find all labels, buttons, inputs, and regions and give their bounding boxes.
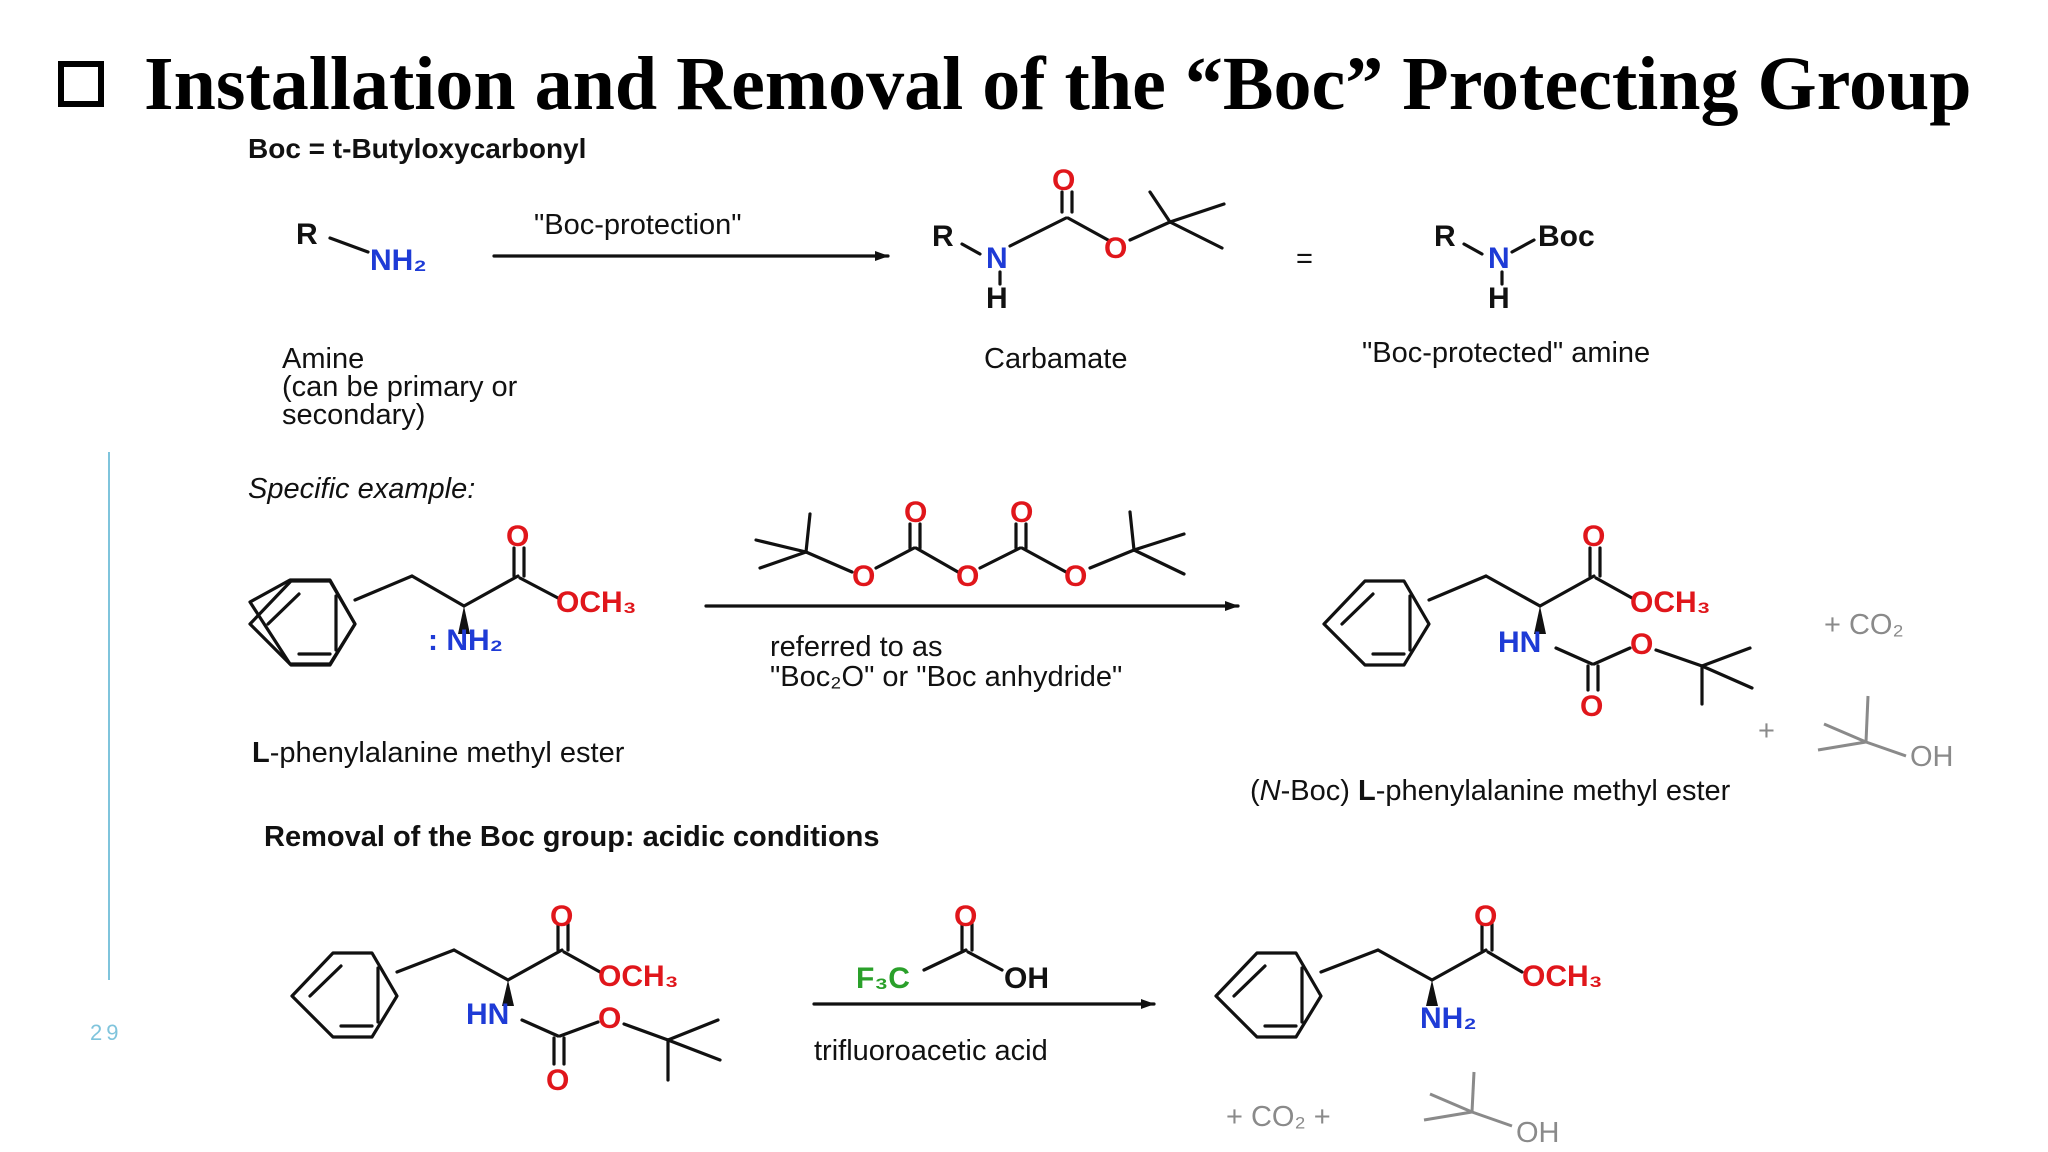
checkbox-bullet-icon — [58, 61, 104, 107]
atom-o: O — [550, 900, 573, 933]
slide-title: Installation and Removal of the “Boc” Pr… — [144, 41, 1972, 126]
atom-o: O — [506, 520, 529, 553]
atom-r: R — [296, 218, 318, 251]
atom-oh: OH — [1004, 962, 1049, 995]
phenylalanine-methyl-ester-structure: O OCH₃ : NH₂ — [248, 520, 637, 667]
atom-nh2: NH₂ — [370, 244, 427, 277]
atom-o: O — [1474, 900, 1497, 933]
atom-o: O — [1580, 690, 1603, 723]
atom-colon-nh2: : NH₂ — [428, 624, 503, 657]
atom-oh: OH — [1910, 741, 1954, 773]
atom-o: O — [956, 560, 979, 593]
atom-o: O — [1582, 520, 1605, 553]
byproducts-co2-plus: + CO₂ + — [1226, 1101, 1331, 1133]
deprotected-phenylalanine-structure: O OCH₃ NH₂ — [1214, 900, 1603, 1039]
page-number: 29 — [90, 1020, 123, 1045]
atom-h: H — [986, 282, 1008, 315]
bond — [328, 236, 370, 254]
atom-h: H — [1488, 282, 1510, 315]
atom-o: O — [1104, 232, 1127, 265]
atom-nh2: NH₂ — [1420, 1002, 1477, 1035]
atom-o: O — [1064, 560, 1087, 593]
tfa-label: trifluoroacetic acid — [814, 1035, 1048, 1067]
atom-och3: OCH₃ — [556, 586, 637, 619]
amine-label-3: secondary) — [282, 399, 425, 431]
protected-amine-label: "Boc-protected" amine — [1362, 337, 1650, 369]
amine-label-1: Amine — [282, 343, 364, 375]
accent-divider-line — [108, 452, 110, 980]
n-boc-phenylalanine-structure: O OCH₃ HN O O — [1322, 520, 1754, 723]
atom-o: O — [954, 900, 977, 933]
specific-example-label: Specific example: — [248, 473, 475, 505]
slide-title-row: Installation and Removal of the “Boc” Pr… — [58, 34, 2038, 134]
n-boc-reactant-structure: O OCH₃ HN O O — [290, 900, 722, 1097]
atom-r: R — [1434, 220, 1456, 253]
atom-o: O — [1052, 164, 1075, 197]
trifluoroacetic-acid-structure: F₃C O OH — [856, 900, 1049, 995]
atom-o: O — [852, 560, 875, 593]
atom-hn: HN — [1498, 626, 1541, 659]
equals-sign: = — [1296, 243, 1313, 275]
atom-f3c: F₃C — [856, 962, 910, 995]
boc-protection-label: "Boc-protection" — [534, 209, 742, 241]
boc2o-label: "Boc₂O" or "Boc anhydride" — [770, 661, 1122, 693]
boc-anhydride-structure: O O O O O — [754, 496, 1186, 593]
atom-o: O — [1010, 496, 1033, 529]
atom-r: R — [932, 220, 954, 253]
atom-och3: OCH₃ — [1630, 586, 1711, 619]
atom-n: N — [986, 242, 1008, 275]
removal-heading: Removal of the Boc group: acidic conditi… — [264, 821, 880, 853]
product-name: (N-Boc) L-phenylalanine methyl ester — [1250, 775, 1731, 807]
carbamate-label: Carbamate — [984, 343, 1127, 375]
tert-butanol-structure — [1817, 695, 1907, 758]
boc-protected-amine-structure: R N H Boc — [1434, 220, 1595, 315]
tert-butanol-structure — [1423, 1071, 1513, 1128]
referred-to-as-label: referred to as — [770, 631, 942, 663]
atom-boc: Boc — [1538, 220, 1595, 253]
atom-o: O — [546, 1064, 569, 1097]
atom-och3: OCH₃ — [598, 960, 679, 993]
reactant-name: L-phenylalanine methyl ester — [252, 737, 625, 769]
carbamate-structure: R N H O O — [932, 164, 1226, 315]
atom-och3: OCH₃ — [1522, 960, 1603, 993]
byproduct-co2: + CO₂ — [1824, 609, 1904, 641]
amine-label-2: (can be primary or — [282, 371, 518, 403]
atom-o: O — [598, 1002, 621, 1035]
atom-n: N — [1488, 242, 1510, 275]
atom-hn: HN — [466, 998, 509, 1031]
plus-sign: + — [1758, 715, 1775, 747]
atom-o: O — [1630, 628, 1653, 661]
atom-oh: OH — [1516, 1117, 1560, 1149]
boc-definition: Boc = t-Butyloxycarbonyl — [248, 133, 586, 164]
atom-o: O — [904, 496, 927, 529]
